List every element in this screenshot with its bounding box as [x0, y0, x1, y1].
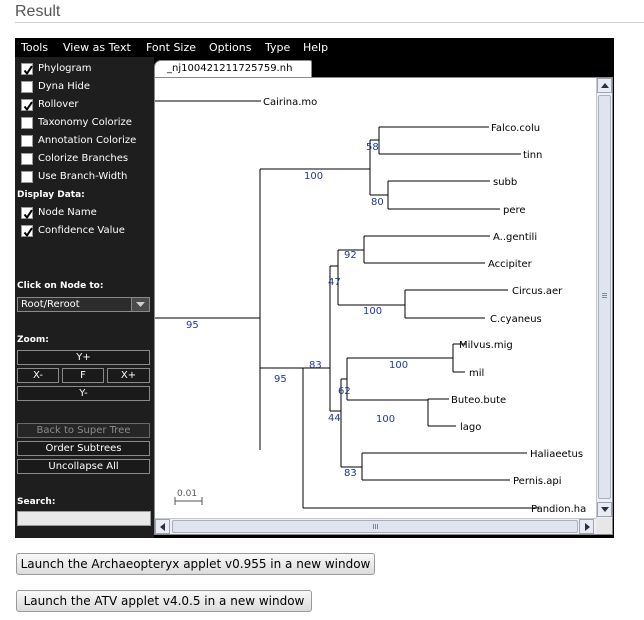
confidence-value: 92 [344, 250, 357, 261]
option-label: Taxonomy Colorize [38, 117, 132, 128]
back-to-super-tree-button[interactable]: Back to Super Tree [17, 423, 150, 438]
zoom-y-plus-button[interactable]: Y+ [17, 350, 150, 365]
annotation-colorize-checkbox[interactable] [21, 135, 33, 147]
leaf-label[interactable]: Buteo.bute [451, 395, 506, 406]
zoom-heading: Zoom: [17, 335, 49, 345]
search-heading: Search: [17, 497, 56, 507]
tab-label: _nj100421211725759.nh [167, 63, 293, 74]
option-label: Node Name [38, 207, 97, 218]
click-on-node-heading: Click on Node to: [17, 281, 104, 291]
scale-bar: 0.01 [174, 489, 203, 505]
zoom-x-minus-button[interactable]: X- [17, 368, 59, 383]
scroll-up-button[interactable] [597, 78, 612, 93]
leaf-label[interactable]: Circus.aer [512, 286, 563, 297]
order-subtrees-button[interactable]: Order Subtrees [17, 441, 150, 456]
option-label: Confidence Value [38, 225, 125, 236]
heading-divider [15, 22, 644, 23]
select-value: Root/Reroot [21, 299, 80, 310]
uncollapse-all-button[interactable]: Uncollapse All [17, 459, 150, 474]
scroll-down-button[interactable] [597, 502, 612, 517]
confidence-value: 100 [376, 414, 395, 425]
option-label: Phylogram [38, 63, 92, 74]
scroll-left-button[interactable] [155, 519, 170, 534]
colorize-branches-checkbox[interactable] [21, 153, 33, 165]
confidence-value: 95 [186, 320, 199, 331]
leaf-labels: Cairina.mo Falco.colu tinn subb pere A..… [263, 97, 586, 515]
archaeopteryx-applet: Tools View as Text Font Size Options Typ… [15, 38, 614, 538]
tree-file-tab[interactable]: _nj100421211725759.nh [154, 60, 312, 77]
scroll-corner [596, 518, 612, 534]
confidence-value: 83 [309, 360, 322, 371]
leaf-label[interactable]: Cairina.mo [263, 97, 317, 108]
launch-archaeopteryx-button[interactable]: Launch the Archaeopteryx applet v0.955 i… [16, 553, 375, 575]
phylogram-checkbox[interactable] [21, 63, 33, 76]
display-data-heading: Display Data: [17, 190, 85, 200]
chevron-down-icon[interactable] [131, 298, 149, 311]
tree-canvas[interactable]: Cairina.mo Falco.colu tinn subb pere A..… [155, 78, 596, 518]
confidence-labels: 95 100 58 80 95 47 92 100 83 62 100 44 1… [186, 142, 408, 479]
use-branch-width-checkbox[interactable] [21, 171, 33, 183]
scroll-right-button[interactable] [579, 519, 594, 534]
leaf-label[interactable]: lago [460, 422, 481, 433]
option-label: Colorize Branches [38, 153, 129, 164]
vertical-scrollbar[interactable] [596, 78, 612, 518]
menu-bar: Tools View as Text Font Size Options Typ… [15, 38, 614, 57]
menu-help[interactable]: Help [303, 41, 329, 54]
confidence-value: 44 [328, 413, 341, 424]
horizontal-scrollbar[interactable] [155, 518, 596, 534]
leaf-label[interactable]: Pandion.ha [531, 504, 586, 515]
search-input[interactable] [17, 511, 151, 526]
leaf-label[interactable]: Pernis.api [513, 476, 562, 487]
leaf-label[interactable]: Haliaeetus [530, 449, 583, 460]
branches [155, 100, 539, 509]
menu-tools[interactable]: Tools [21, 41, 49, 54]
confidence-value: 58 [366, 142, 379, 153]
confidence-value: 80 [371, 197, 384, 208]
leaf-label[interactable]: pere [503, 205, 526, 216]
confidence-value: 100 [389, 360, 408, 371]
rollover-checkbox[interactable] [21, 99, 33, 112]
leaf-label[interactable]: mil [469, 368, 484, 379]
confidence-value: 95 [274, 374, 287, 385]
leaf-label[interactable]: Milvus.mig [459, 340, 513, 351]
dyna-hide-checkbox[interactable] [21, 81, 33, 93]
confidence-value: 100 [304, 171, 323, 182]
taxonomy-colorize-checkbox[interactable] [21, 117, 33, 129]
menu-options[interactable]: Options [209, 41, 252, 54]
menu-font-size[interactable]: Font Size [146, 41, 197, 54]
confidence-value: 100 [363, 306, 382, 317]
leaf-label[interactable]: Accipiter [488, 259, 533, 270]
confidence-value: 47 [328, 277, 341, 288]
control-panel: Phylogram Dyna Hide Rollover Taxonomy Co… [15, 57, 154, 538]
click-node-action-select[interactable]: Root/Reroot [17, 297, 150, 312]
horizontal-scroll-thumb[interactable] [172, 520, 578, 533]
zoom-fit-button[interactable]: F [62, 368, 104, 383]
result-heading: Result [15, 3, 61, 20]
confidence-value: 83 [344, 468, 357, 479]
menu-type[interactable]: Type [265, 41, 291, 54]
leaf-label[interactable]: C.cyaneus [490, 314, 542, 325]
leaf-label[interactable]: Falco.colu [491, 123, 540, 134]
option-label: Use Branch-Width [38, 171, 128, 182]
node-name-checkbox[interactable] [21, 207, 33, 220]
confidence-value-checkbox[interactable] [21, 225, 33, 238]
leaf-label[interactable]: subb [493, 177, 517, 188]
leaf-label[interactable]: A..gentili [493, 232, 537, 243]
launch-atv-button[interactable]: Launch the ATV applet v4.0.5 in a new wi… [16, 590, 312, 612]
zoom-x-plus-button[interactable]: X+ [107, 368, 150, 383]
leaf-label[interactable]: tinn [523, 150, 542, 161]
option-label: Dyna Hide [38, 81, 91, 92]
phylogram: Cairina.mo Falco.colu tinn subb pere A..… [155, 97, 586, 515]
menu-view-as-text[interactable]: View as Text [63, 41, 131, 54]
zoom-y-minus-button[interactable]: Y- [17, 386, 150, 401]
option-label: Rollover [38, 99, 79, 110]
confidence-value: 62 [338, 386, 351, 397]
option-label: Annotation Colorize [38, 135, 137, 146]
vertical-scroll-thumb[interactable] [598, 95, 611, 499]
scale-bar-label: 0.01 [177, 489, 197, 499]
tree-viewport: Cairina.mo Falco.colu tinn subb pere A..… [154, 77, 613, 535]
